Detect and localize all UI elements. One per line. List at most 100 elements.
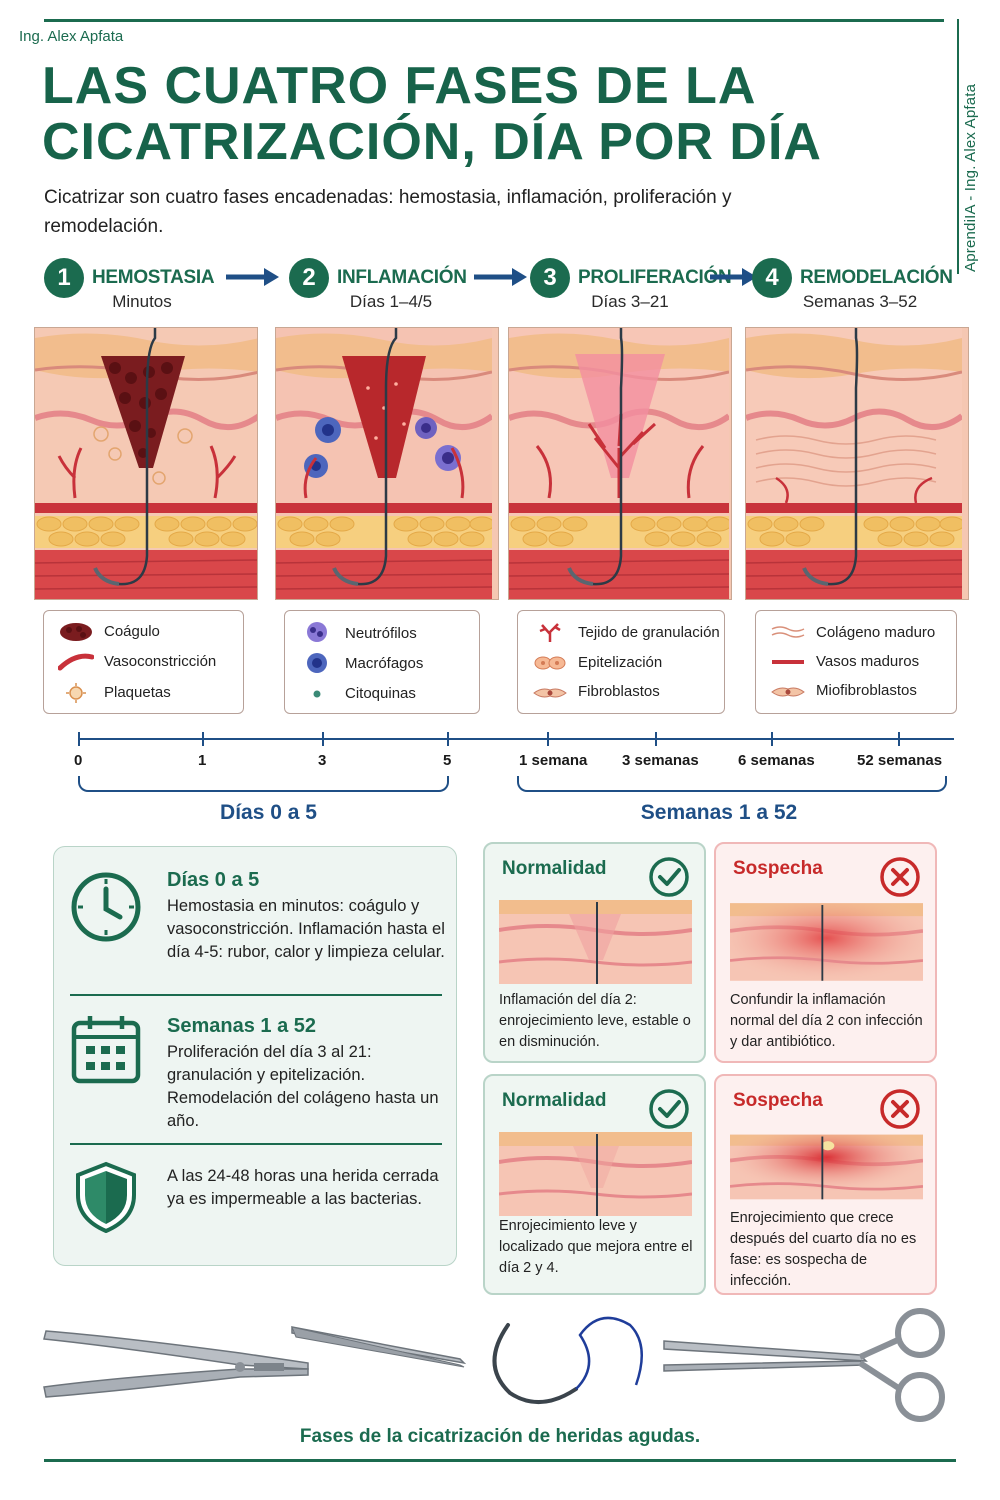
- range-label-days: Días 0 a 5: [220, 801, 317, 824]
- timeline-tick-label: 3: [318, 752, 327, 769]
- myofibroblast-icon: [771, 687, 805, 697]
- arrow-right-icon: [474, 268, 527, 286]
- phase-time: Días 1–4/5: [349, 292, 433, 311]
- timeline-tick-label: 6 semanas: [738, 752, 815, 769]
- phase-name: HEMOSTASIA: [92, 267, 215, 288]
- legend-label: Neutrófilos: [345, 625, 417, 642]
- timeline-tick-label: 0: [74, 752, 83, 769]
- info-days-title: Días 0 a 5: [167, 869, 260, 891]
- timeline-tick-label: 3 semanas: [622, 752, 699, 769]
- card-suspect-1: Sospecha Confundir la inflamación normal…: [714, 842, 937, 1063]
- mature-vessel-icon: [772, 660, 804, 664]
- calendar-icon: [71, 1016, 141, 1084]
- legend-remodelacion: Colágeno maduro Vasos maduros Miofibrobl…: [755, 610, 957, 714]
- card-normal-1: Normalidad Inflamación del día 2: enroje…: [483, 842, 706, 1063]
- info-divider: [70, 994, 442, 996]
- cross-icon: [880, 857, 920, 897]
- card-text: Inflamación del día 2: enrojecimiento le…: [499, 992, 691, 1050]
- phase-header-3: 3 PROLIFERACIÓN: [530, 256, 732, 300]
- title-line-1: LAS CUATRO FASES DE LA: [42, 57, 757, 115]
- cytokine-icon: [313, 690, 321, 698]
- granulation-icon: [539, 623, 561, 642]
- collagen-icon: [771, 626, 805, 638]
- skin-illustration-hemostasia: [34, 327, 258, 600]
- arrow-right-icon: [710, 268, 757, 286]
- phase-number-badge: 3: [530, 258, 570, 298]
- timeline-tick: [322, 732, 324, 746]
- timeline-tick: [78, 732, 80, 746]
- cross-icon: [880, 1089, 920, 1129]
- card-text: Confundir la inflamación normal del día …: [730, 992, 923, 1050]
- timeline-tick: [771, 732, 773, 746]
- phase-number-badge: 4: [752, 258, 792, 298]
- card-text: Enrojecimiento leve y localizado que mej…: [499, 1218, 693, 1276]
- phase-time: Días 3–21: [591, 292, 669, 311]
- legend-hemostasia: Coágulo Vasoconstricción Plaquetas: [43, 610, 244, 714]
- skin-illustration-proliferacion: [508, 327, 732, 600]
- epithelial-cells-icon: [534, 656, 566, 670]
- card-title: Sospecha: [733, 858, 823, 879]
- info-divider: [70, 1143, 442, 1145]
- legend-label: Vasos maduros: [816, 653, 920, 670]
- arrow-right-icon: [226, 268, 279, 286]
- legend-label: Plaquetas: [104, 684, 171, 701]
- skin-illustration-inflamacion: [275, 327, 499, 600]
- shield-icon: [76, 1161, 136, 1233]
- info-shield-text: A las 24-48 horas una herida cerrada ya …: [167, 1167, 439, 1208]
- author-label: Ing. Alex Apfata: [19, 28, 124, 45]
- timeline-tick: [202, 732, 204, 746]
- info-weeks-title: Semanas 1 a 52: [167, 1015, 316, 1037]
- neutrophil-icon: [307, 622, 327, 642]
- range-label-weeks: Semanas 1 a 52: [640, 801, 798, 824]
- skin-illustration-remodelacion: [745, 327, 969, 600]
- range-bracket-weeks: [517, 776, 947, 792]
- card-title: Normalidad: [502, 858, 607, 879]
- legend-label: Coágulo: [104, 623, 160, 640]
- surgical-instruments: [43, 1308, 945, 1422]
- legend-inflamacion: Neutrófilos Macrófagos Citoquinas: [284, 610, 480, 714]
- hemostat-icon: [663, 1308, 945, 1422]
- phase-time: Semanas 3–52: [802, 292, 918, 311]
- vessel-icon: [58, 653, 94, 671]
- timeline-tick-label: 1 semana: [519, 752, 588, 769]
- title-line-2: CICATRIZACIÓN, DÍA POR DÍA: [42, 113, 822, 171]
- phase-name: INFLAMACIÓN: [337, 267, 467, 288]
- legend-label: Epitelización: [578, 654, 663, 671]
- phase-header-1: 1 HEMOSTASIA: [44, 256, 215, 300]
- skin-thumbnail: [499, 1132, 692, 1216]
- platelet-icon: [66, 683, 86, 703]
- timeline-tick-label: 1: [198, 752, 207, 769]
- fibroblast-icon: [533, 688, 567, 698]
- legend-label: Vasoconstricción: [104, 653, 217, 670]
- page-title: LAS CUATRO FASES DE LA CICATRIZACIÓN, DÍ…: [42, 58, 942, 170]
- page-subtitle: Cicatrizar son cuatro fases encadenadas:…: [44, 187, 732, 237]
- legend-label: Fibroblastos: [578, 683, 660, 700]
- timeline-tick-label: 5: [443, 752, 452, 769]
- card-suspect-2: Sospecha Enrojecimiento que crece despué…: [714, 1074, 937, 1295]
- check-icon: [649, 857, 689, 897]
- skin-thumbnail: [499, 900, 692, 984]
- info-weeks-text: Proliferación del día 3 al 21: granulaci…: [167, 1043, 439, 1130]
- top-rule: [44, 19, 944, 22]
- legend-label: Macrófagos: [345, 655, 424, 672]
- card-title: Sospecha: [733, 1090, 823, 1111]
- macrophage-icon: [307, 653, 327, 673]
- phase-time: Minutos: [112, 292, 172, 311]
- side-watermark: AprendiIA - Ing. Alex Apfata: [962, 83, 979, 272]
- legend-proliferacion: Tejido de granulación Epitelización Fibr…: [517, 610, 725, 714]
- phase-header-4: 4 REMODELACIÓN: [752, 256, 953, 300]
- legend-label: Citoquinas: [345, 685, 416, 702]
- card-title: Normalidad: [502, 1090, 607, 1111]
- card-normal-2: Normalidad Enrojecimiento leve y localiz…: [483, 1074, 706, 1295]
- phase-name: REMODELACIÓN: [800, 267, 953, 288]
- phase-number-badge: 1: [44, 258, 84, 298]
- clot-icon: [60, 623, 92, 641]
- bottom-rule: [44, 1459, 956, 1462]
- legend-label: Tejido de granulación: [578, 624, 720, 641]
- timeline-tick-label: 52 semanas: [857, 752, 943, 769]
- range-bracket-days: [78, 776, 449, 792]
- timeline-tick: [898, 732, 900, 746]
- timeline-tick: [447, 732, 449, 746]
- timeline-tick: [655, 732, 657, 746]
- figure-caption: Fases de la cicatrización de heridas agu…: [299, 1426, 701, 1447]
